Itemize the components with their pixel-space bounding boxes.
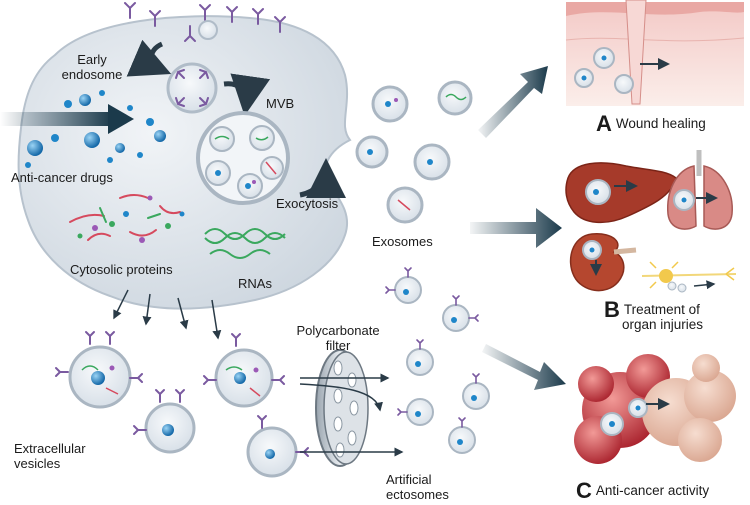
arrow-to-wound-healing [478, 66, 548, 138]
ectosome-receptors [385, 267, 480, 428]
rnas-label: RNAs [238, 276, 272, 291]
early-endosome-label-line2: endosome [61, 67, 123, 82]
polycarbonate-filter [315, 349, 369, 467]
polycarbonate-filter-label: Polycarbonate filter [283, 323, 393, 353]
cytosolic-proteins-label: Cytosolic proteins [70, 262, 173, 277]
arrow-to-organ-injuries [470, 208, 562, 248]
arrow-to-endosome [126, 39, 172, 77]
arrow-exocytosis [299, 158, 346, 199]
filter-flow-arrows [299, 373, 404, 457]
polycarbonate-filter-label-line1: Polycarbonate [296, 323, 380, 338]
early-endosome [166, 62, 218, 114]
panel-a-text: Wound healing [615, 116, 706, 131]
panel-b-letter: B [604, 297, 620, 322]
polycarbonate-filter-label-line2: filter [325, 338, 351, 353]
artificial-ectosomes-label-line2: ectosomes [386, 487, 449, 502]
extracellular-vesicles-label-line2: vesicles [14, 456, 61, 471]
extracellular-vesicles [68, 345, 298, 478]
artificial-ectosomes-label-line1: Artificial [386, 472, 432, 487]
arrow-to-anti-cancer [482, 344, 566, 390]
budding-vesicle [198, 20, 218, 40]
artificial-ectosomes [394, 276, 490, 454]
extracellular-vesicles-label: Extracellular vesicles [14, 441, 86, 471]
budding-arrows [113, 289, 222, 340]
tumor-illustration [574, 354, 736, 464]
exosome-particles [355, 80, 473, 224]
early-endosome-label: Early endosome [52, 52, 132, 82]
panel-b-text-line2: organ injuries [622, 317, 704, 332]
artificial-ectosomes-label: Artificial ectosomes [386, 472, 449, 502]
panel-b-text-line1: Treatment of [623, 302, 700, 317]
protein-dots [77, 195, 185, 243]
rna-strands [204, 228, 286, 259]
panel-a-letter: A [596, 111, 612, 136]
exosomes-label: Exosomes [372, 234, 433, 249]
wound-healing-illustration [565, 0, 745, 106]
early-endosome-label-line1: Early [77, 52, 107, 67]
extracellular-vesicles-label-line1: Extracellular [14, 441, 86, 456]
membrane-receptors [124, 2, 286, 42]
organ-illustrations [565, 150, 737, 293]
mvb [196, 111, 290, 205]
anti-cancer-drugs-label: Anti-cancer drugs [11, 170, 113, 185]
cytosolic-proteins [69, 194, 181, 241]
arrow-to-mvb [223, 73, 271, 116]
vesicle-receptors [55, 331, 309, 457]
exocytosis-label: Exocytosis [276, 196, 339, 211]
drug-uptake-arrow-shaft [0, 112, 112, 126]
mvb-label: MVB [266, 96, 295, 111]
drug-uptake-arrow-head [108, 104, 134, 134]
anti-cancer-drug-particles [25, 90, 166, 168]
panel-c-letter: C [576, 478, 592, 503]
panel-c-text: Anti-cancer activity [595, 483, 710, 498]
